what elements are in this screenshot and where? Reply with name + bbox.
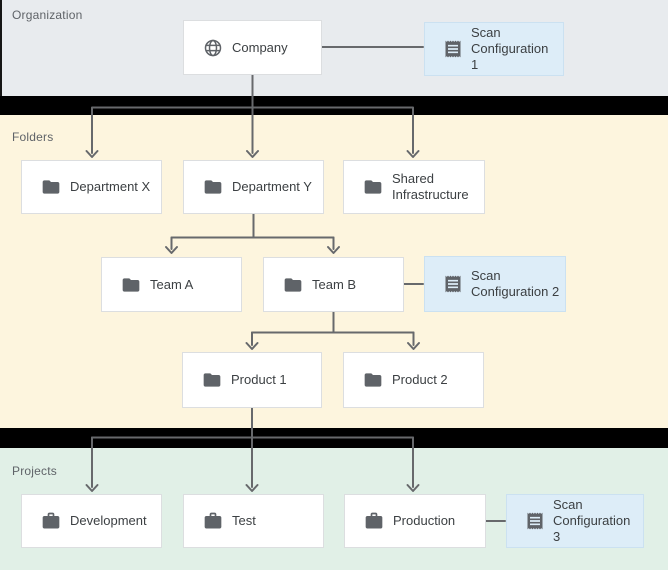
node-development: Development	[21, 494, 162, 548]
node-product-1: Product 1	[182, 352, 322, 408]
node-company: Company	[183, 20, 322, 75]
node-label: Team B	[312, 276, 357, 292]
node-label: Scan Configuration 3	[553, 497, 631, 544]
node-label: Department X	[70, 179, 151, 194]
receipt-icon	[525, 511, 545, 531]
briefcase-icon	[203, 511, 223, 531]
receipt-icon	[443, 39, 463, 59]
folder-icon	[41, 177, 61, 197]
folder-icon	[283, 275, 303, 295]
folder-icon	[203, 177, 223, 197]
section-divider	[0, 96, 668, 115]
node-label: Department Y	[232, 179, 312, 194]
node-label: Product 2	[392, 372, 448, 387]
node-label: Development	[70, 513, 147, 528]
organization-section-label: Organization	[12, 8, 83, 22]
node-label: Scan Configuration 1	[471, 25, 549, 72]
node-label: Test	[232, 513, 256, 528]
node-department-y: Department Y	[183, 160, 324, 214]
node-label: Team A	[150, 276, 194, 292]
node-scan-configuration-1: Scan Configuration 1	[424, 22, 564, 76]
briefcase-icon	[41, 511, 61, 531]
projects-section-label: Projects	[12, 464, 57, 478]
folder-icon	[202, 370, 222, 390]
node-label: Product 1	[231, 372, 287, 387]
node-team-b: Team B	[263, 257, 404, 312]
node-product-2: Product 2	[343, 352, 484, 408]
node-label: Company	[232, 39, 288, 55]
node-team-a: Team A	[101, 257, 242, 312]
node-label: Production	[393, 513, 456, 528]
node-scan-configuration-2: Scan Configuration 2	[424, 256, 566, 312]
organization-left-edge	[0, 0, 2, 96]
folder-icon	[363, 370, 383, 390]
receipt-icon	[443, 274, 463, 294]
folders-section-label: Folders	[12, 130, 54, 144]
folder-icon	[363, 177, 383, 197]
node-test: Test	[183, 494, 324, 548]
globe-icon	[203, 38, 223, 58]
node-department-x: Department X	[21, 160, 162, 214]
node-scan-configuration-3: Scan Configuration 3	[506, 494, 644, 548]
briefcase-icon	[364, 511, 384, 531]
folder-icon	[121, 275, 141, 295]
node-label: Scan Configuration 2	[471, 268, 560, 299]
node-shared-infrastructure: Shared Infrastructure	[343, 160, 485, 214]
node-production: Production	[344, 494, 486, 548]
node-label: Shared Infrastructure	[392, 171, 469, 202]
